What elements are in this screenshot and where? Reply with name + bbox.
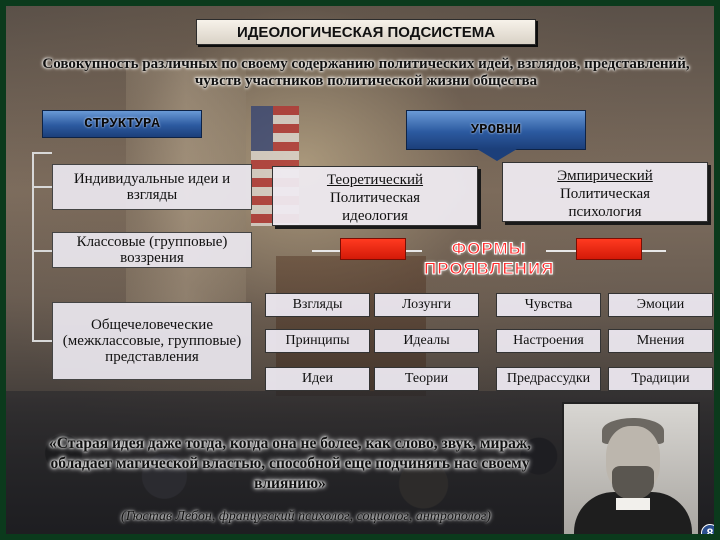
level-theoretical: Теоретический Политическая идеология [272,166,478,226]
level-empirical-line2: Политическая [559,186,651,202]
structure-item-universal: Общечеловеческие (межклассовые, групповы… [52,302,252,380]
quote-author: (Гюстав Лебон, французский психолог, соц… [121,509,491,524]
level-theoretical-line2: Политическая [329,190,421,206]
form-cell: Настроения [496,329,601,353]
level-empirical-line3: психология [568,204,642,220]
bracket-tick [32,186,52,188]
form-cell: Принципы [265,329,370,353]
levels-tag: УРОВНИ [406,110,586,161]
bracket-tick [32,250,52,252]
level-theoretical-name: Теоретический [326,172,424,188]
red-block-left [340,238,406,260]
form-cell: Теории [374,367,479,391]
red-block-right [576,238,642,260]
page-number: 8 [701,524,714,534]
portrait-image [562,402,700,534]
structure-item-class: Классовые (групповые) воззрения [52,232,252,268]
slide-title: ИДЕОЛОГИЧЕСКАЯ ПОДСИСТЕМА [196,19,536,45]
structure-tag: СТРУКТУРА [42,110,202,138]
form-cell: Мнения [608,329,713,353]
form-cell: Лозунги [374,293,479,317]
level-empirical-name: Эмпирический [557,168,653,184]
form-cell: Чувства [496,293,601,317]
level-empirical: Эмпирический Политическая психология [502,162,708,222]
forms-label-line2: ПРОЯВЛЕНИЯ [424,259,555,279]
form-cell: Предрассудки [496,367,601,391]
form-cell: Эмоции [608,293,713,317]
portrait-beard [612,466,654,500]
form-cell: Традиции [608,367,713,391]
form-cell: Идеи [265,367,370,391]
definition-text: Совокупность различных по своему содержа… [42,56,690,89]
forms-label-line1: ФОРМЫ [451,239,527,259]
level-theoretical-line3: идеология [342,208,408,224]
quote-text: «Старая идея даже тогда, когда она не бо… [49,435,531,492]
bracket-tick [32,340,52,342]
portrait-collar [616,498,650,510]
form-cell: Взгляды [265,293,370,317]
forms-label: ФОРМЫ ПРОЯВЛЕНИЯ [424,239,554,279]
structure-item-individual: Индивидуальные идеи и взгляды [52,164,252,210]
form-cell: Идеалы [374,329,479,353]
structure-bracket [32,152,52,342]
